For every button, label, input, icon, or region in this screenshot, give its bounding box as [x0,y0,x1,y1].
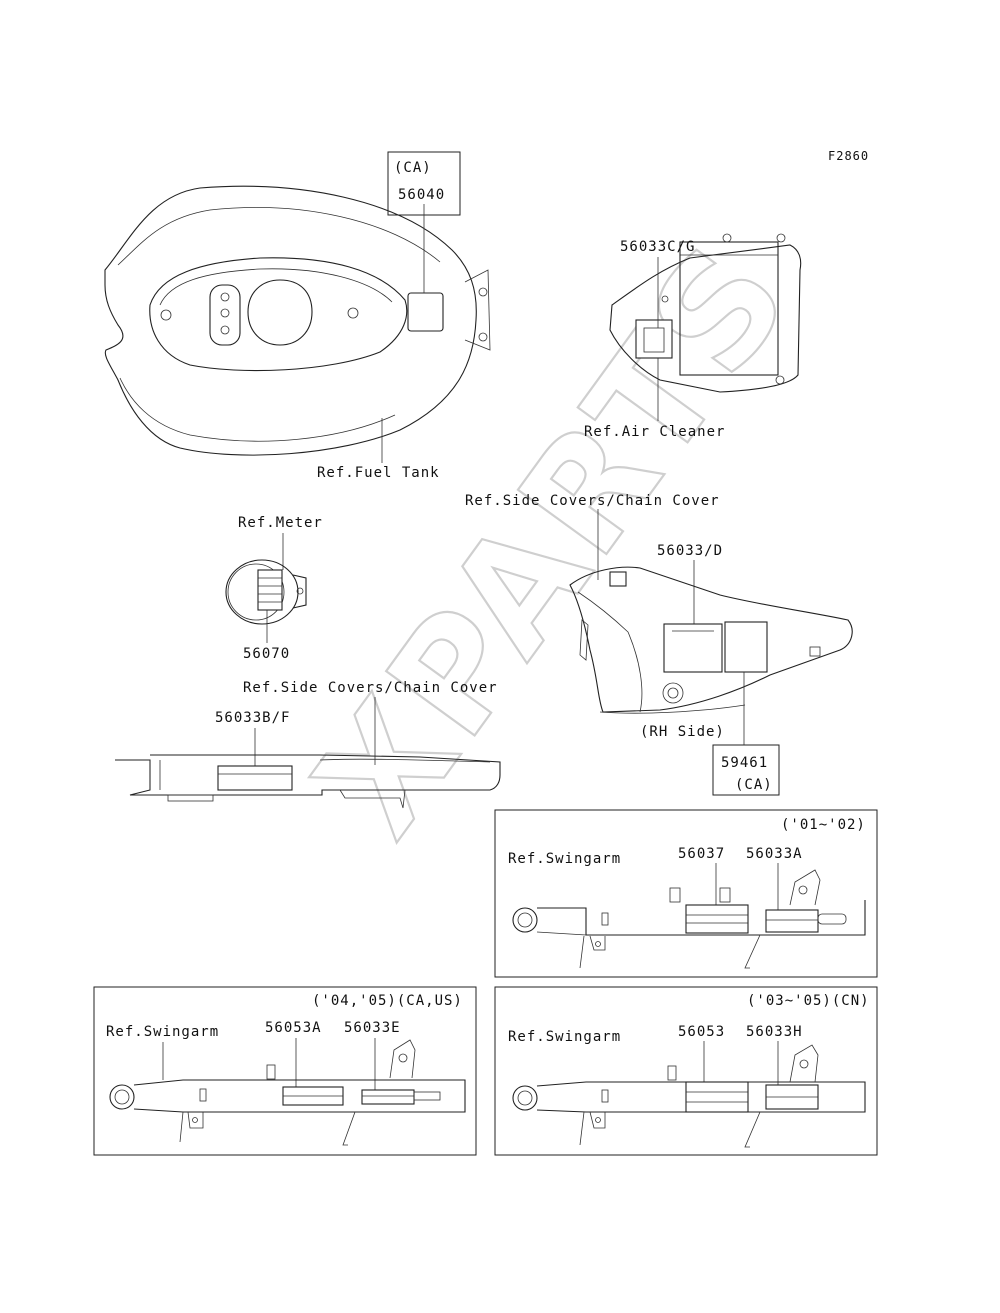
side-cover-rh-drawing [569,566,853,714]
swingarm-04-05-box [93,986,477,1156]
swingarm-03-05-part-a: 56053 [678,1024,725,1040]
fuel-tank-ref-label: Ref.Fuel Tank [317,465,440,481]
figure-code: F2860 [828,149,869,163]
side-cover-rh-ref-label: Ref.Side Covers/Chain Cover [465,493,720,509]
swingarm-04-05-part-a: 56053A [265,1020,322,1036]
fuel-tank-part-number: 56040 [398,187,445,203]
swingarm-04-05-ref-label: Ref.Swingarm [106,1024,219,1040]
side-cover-rh-ca-box [712,744,780,796]
swingarm-03-05-drawing [512,1044,866,1148]
air-cleaner-ref-label: Ref.Air Cleaner [584,424,725,440]
side-cover-lower-part-number: 56033B/F [215,710,290,726]
swingarm-01-02-part-a: 56037 [678,846,725,862]
meter-drawing [225,559,307,625]
fuel-tank-region-label: (CA) [394,160,432,176]
swingarm-01-02-years: ('01~'02) [781,817,866,833]
fuel-tank-drawing [104,185,491,456]
swingarm-03-05-years: ('03~'05)(CN) [747,993,870,1009]
swingarm-04-05-years: ('04,'05)(CA,US) [312,993,463,1009]
swingarm-01-02-drawing [512,869,866,969]
swingarm-01-02-ref-label: Ref.Swingarm [508,851,621,867]
meter-ref-label: Ref.Meter [238,515,323,531]
side-cover-lower-drawing [115,754,501,809]
side-cover-rh-side-label: (RH Side) [640,724,725,740]
side-cover-rh-part-main: 56033/D [657,543,723,559]
swingarm-04-05-part-b: 56033E [344,1020,401,1036]
swingarm-01-02-part-b: 56033A [746,846,803,862]
swingarm-03-05-ref-label: Ref.Swingarm [508,1029,621,1045]
swingarm-04-05-drawing [109,1039,466,1146]
air-cleaner-drawing [609,233,802,393]
swingarm-03-05-box [494,986,878,1156]
meter-part-number: 56070 [243,646,290,662]
side-cover-rh-region: (CA) [735,777,773,793]
side-cover-rh-part-ca: 59461 [721,755,768,771]
swingarm-03-05-part-b: 56033H [746,1024,803,1040]
side-cover-lower-ref-label: Ref.Side Covers/Chain Cover [243,680,498,696]
swingarm-01-02-box [494,809,878,978]
air-cleaner-part-number: 56033C/G [620,239,695,255]
